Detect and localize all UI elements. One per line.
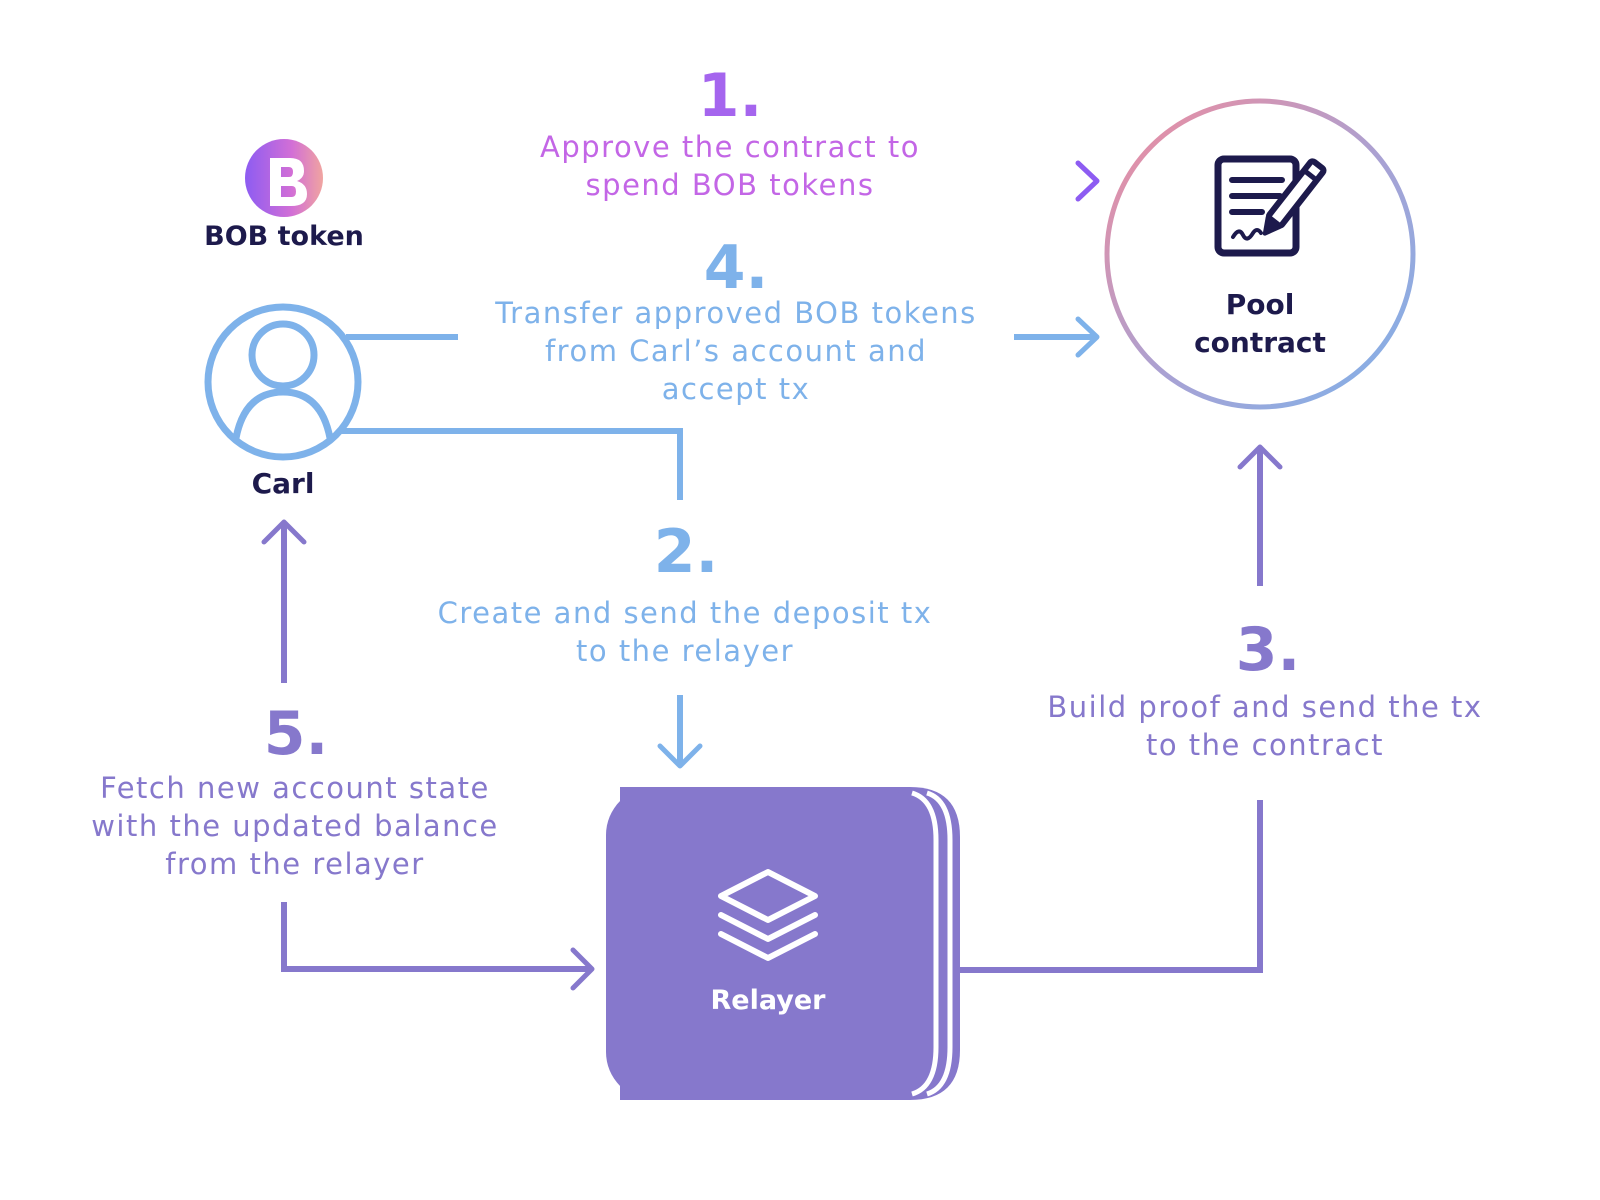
step2-description: Create and send the deposit tx to the re… — [400, 594, 970, 670]
pool-contract-label: Pool contract — [1140, 286, 1380, 362]
step5-number: 5. — [263, 699, 329, 769]
step5-line1: Fetch new account state — [100, 771, 490, 805]
step3-line2: to the contract — [1145, 728, 1385, 762]
pool-label-line2: contract — [1194, 326, 1326, 359]
connector-carl-to-step2 — [340, 428, 683, 500]
arrow-step5-to-carl — [261, 519, 307, 683]
bob-token-node[interactable] — [245, 139, 323, 217]
step1-line1: Approve the contract to — [540, 130, 920, 164]
step5-line2: with the updated balance — [91, 809, 499, 843]
arrow-step1-to-pool — [988, 160, 1100, 202]
relayer-back-card-line-1 — [911, 790, 939, 1097]
arrow-step2-to-relayer — [657, 695, 703, 769]
step4-line3: accept tx — [661, 372, 811, 406]
connector-relayer-to-step3 — [960, 800, 1263, 973]
step2-number: 2. — [653, 517, 719, 587]
carl-avatar-circle — [204, 303, 362, 461]
step2-line2: to the relayer — [575, 634, 795, 668]
relayer-back-card-line-2 — [926, 790, 953, 1097]
step1-line2: spend BOB tokens — [585, 168, 875, 202]
layers-stack-icon — [718, 869, 818, 961]
step1-description: Approve the contract to spend BOB tokens — [480, 128, 980, 204]
carl-node[interactable] — [204, 303, 362, 461]
carl-label: Carl — [251, 467, 315, 500]
relayer-label: Relayer — [710, 985, 826, 1016]
step5-line3: from the relayer — [165, 847, 425, 881]
step4-line2: from Carl’s account and — [544, 334, 928, 368]
step3-line1: Build proof and send the tx — [1047, 690, 1483, 724]
bob-logo-glyph — [270, 158, 307, 206]
step4-number: 4. — [703, 233, 769, 303]
bob-token-label: BOB token — [204, 221, 364, 252]
user-icon — [232, 320, 334, 439]
step4-description: Transfer approved BOB tokens from Carl’s… — [456, 294, 1016, 408]
arrow-step5-to-relayer — [281, 902, 595, 991]
step2-line1: Create and send the deposit tx — [437, 596, 933, 630]
step5-description: Fetch new account state with the updated… — [60, 769, 530, 883]
step3-number: 3. — [1235, 615, 1301, 685]
pool-contract-node[interactable] — [1104, 98, 1416, 410]
step3-description: Build proof and send the tx to the contr… — [1030, 688, 1500, 764]
arrow-step3-to-pool — [1237, 444, 1283, 586]
arrow-step4-to-pool — [1014, 316, 1100, 358]
relayer-node[interactable] — [606, 787, 960, 1100]
contract-document-icon — [1214, 155, 1327, 257]
pool-label-line1: Pool — [1225, 288, 1295, 321]
relayer-card — [606, 787, 924, 1100]
step1-number: 1. — [697, 61, 763, 131]
step4-line1: Transfer approved BOB tokens — [495, 296, 977, 330]
